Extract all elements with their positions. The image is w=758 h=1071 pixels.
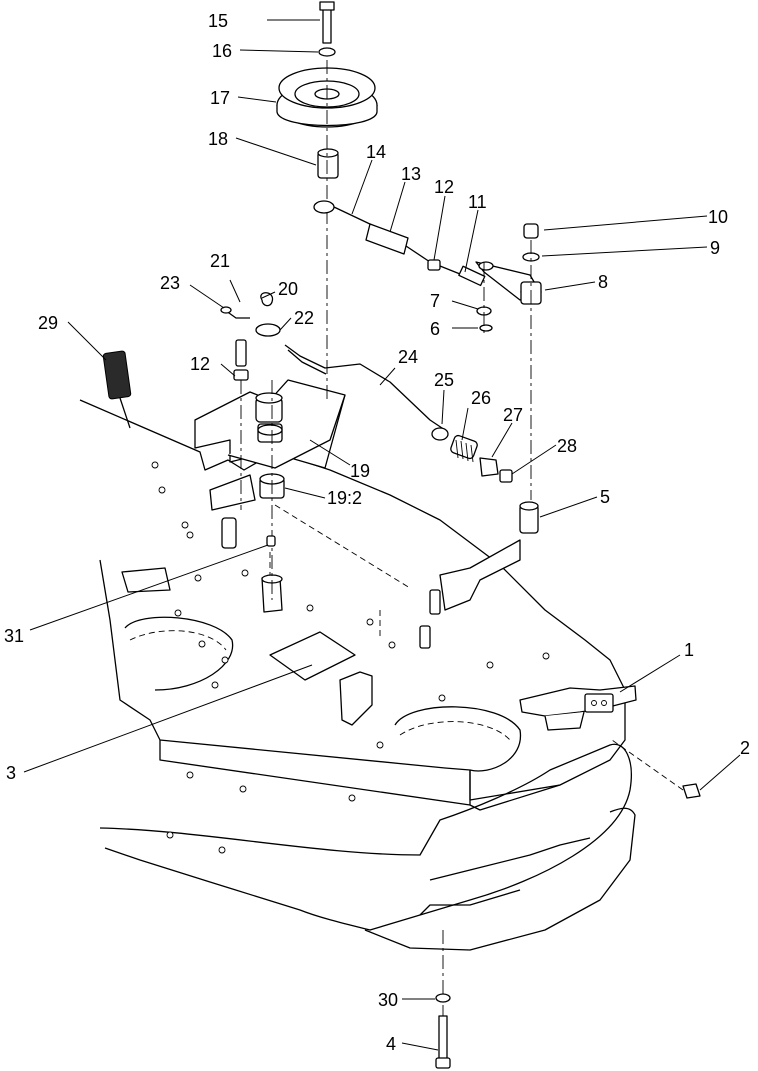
callout-23: 23 [160, 273, 180, 293]
callout-21: 21 [210, 251, 230, 271]
bottom-hardware [269, 504, 701, 1069]
retaining-parts [220, 292, 281, 337]
callout-26: 26 [471, 388, 491, 408]
idler-bracket-assembly [121, 379, 521, 726]
spring-26 [450, 434, 478, 463]
callout-30: 30 [378, 990, 398, 1010]
callout-31: 31 [4, 626, 24, 646]
callout-22: 22 [294, 308, 314, 328]
callout-28: 28 [557, 436, 577, 456]
spring-29 [102, 350, 132, 429]
callout-12b: 12 [190, 354, 210, 374]
callout-14: 14 [366, 142, 386, 162]
callout-18: 18 [208, 129, 228, 149]
callout-16: 16 [212, 41, 232, 61]
callout-19: 19 [350, 461, 370, 481]
callout-29: 29 [38, 313, 58, 333]
callout-10: 10 [708, 207, 728, 227]
callout-12: 12 [434, 177, 454, 197]
leader-lines [23, 19, 741, 1051]
idler-rod-assembly [284, 200, 542, 534]
callout-25: 25 [434, 370, 454, 390]
deck-holes [151, 461, 550, 854]
belt-guide [519, 685, 637, 731]
callout-24: 24 [398, 347, 418, 367]
callout-27: 27 [503, 405, 523, 425]
spindle-assembly [233, 339, 285, 600]
callout-4: 4 [386, 1034, 396, 1054]
callout-8: 8 [598, 272, 608, 292]
callout-19-2: 19:2 [327, 488, 362, 508]
callout-labels: 15 16 17 18 14 13 12 11 10 9 8 7 6 20 21… [4, 11, 750, 1054]
callout-11: 11 [468, 192, 487, 212]
callout-15: 15 [208, 11, 228, 31]
pulley-stack [276, 1, 378, 400]
callout-6: 6 [430, 319, 440, 339]
callout-3: 3 [6, 763, 16, 783]
callout-20: 20 [278, 279, 298, 299]
callout-13: 13 [401, 164, 421, 184]
callout-2: 2 [740, 738, 750, 758]
callout-9: 9 [710, 238, 720, 258]
callout-5: 5 [600, 487, 610, 507]
callout-7: 7 [430, 291, 440, 311]
callout-17: 17 [210, 88, 230, 108]
callout-1: 1 [684, 640, 694, 660]
